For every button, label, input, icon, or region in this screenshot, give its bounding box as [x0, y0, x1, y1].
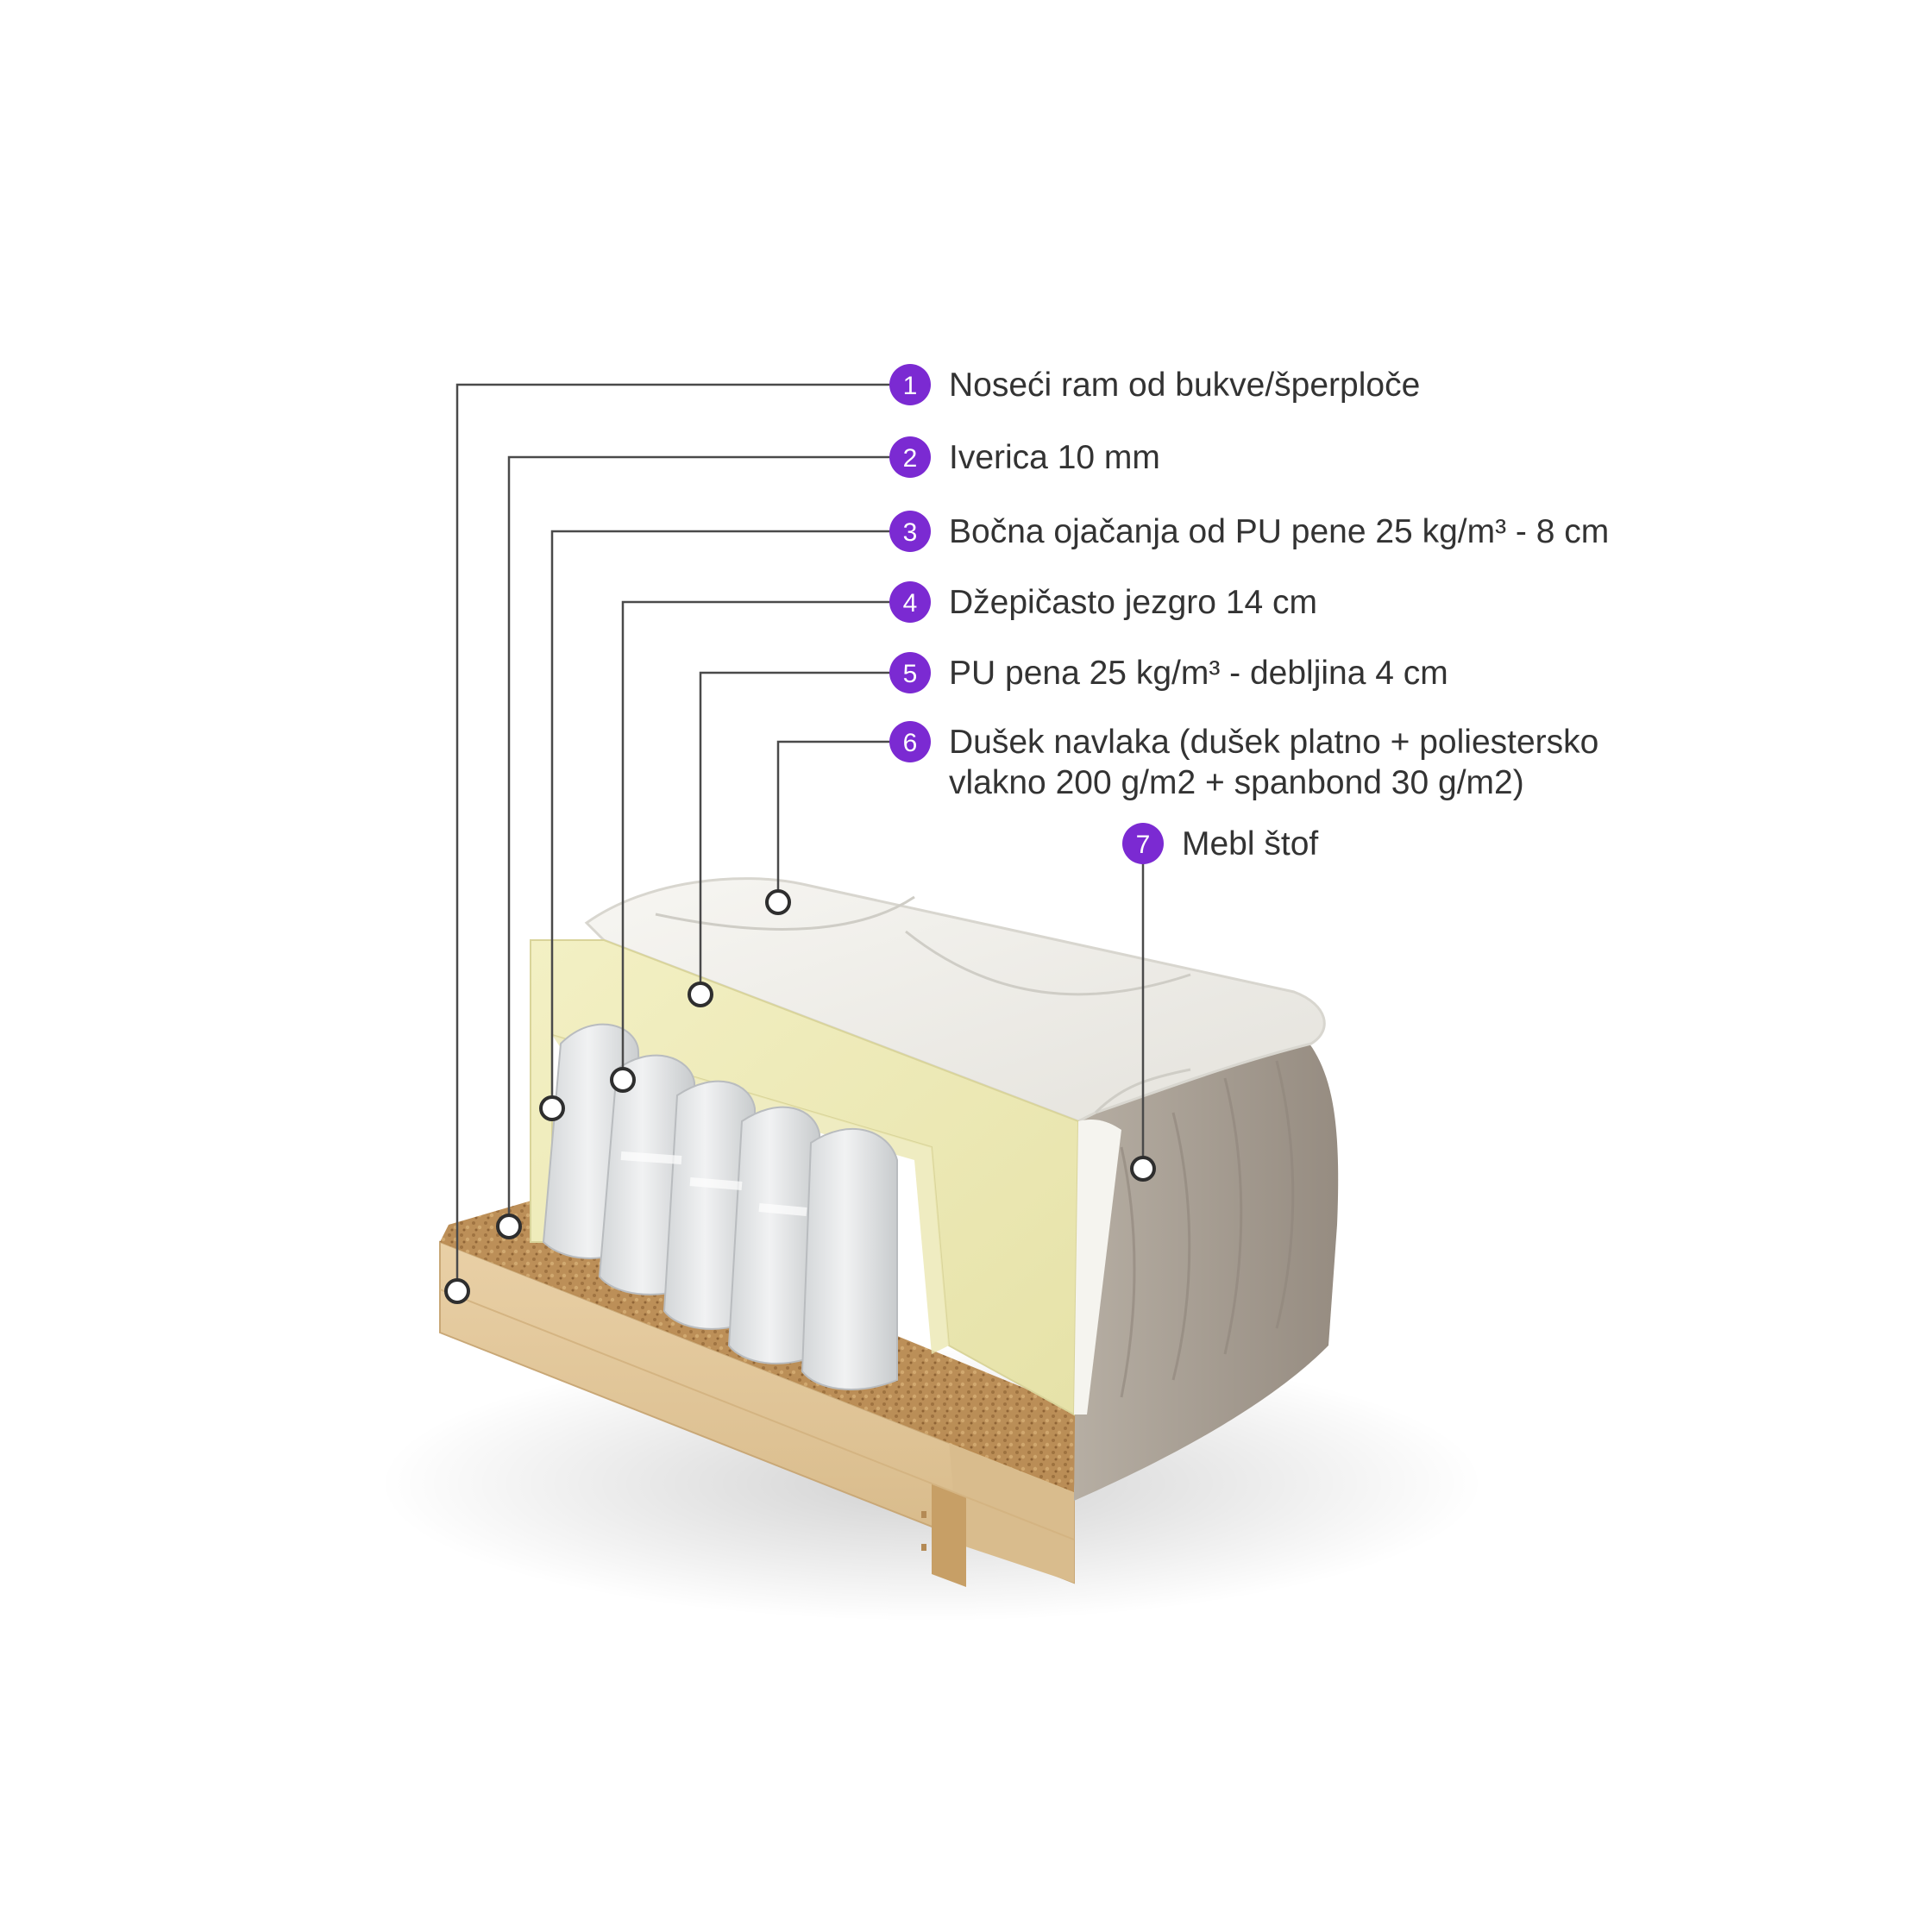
callout-label-4: Džepičasto jezgro 14 cm [949, 584, 1318, 621]
badge-2: 2 [889, 436, 931, 478]
callout-label-3: Bočna ojačanja od PU pene 25 kg/m³ - 8 c… [949, 513, 1610, 550]
leader-line-3 [550, 530, 910, 1108]
wood-frame [439, 1240, 1075, 1587]
endpoint-marker-1 [444, 1278, 470, 1304]
badge-number-2: 2 [903, 444, 918, 473]
callout-label-2: Iverica 10 mm [949, 439, 1160, 476]
callout-label-5: PU pena 25 kg/m³ - debljina 4 cm [949, 655, 1448, 692]
endpoint-marker-5 [688, 982, 713, 1007]
leader-line-2 [507, 455, 910, 1226]
screw-mark [921, 1511, 926, 1518]
badge-3: 3 [889, 511, 931, 552]
callout-label-6-line2: vlakno 200 g/m2 + spanbond 30 g/m2) [949, 764, 1524, 801]
callout-label-1: Noseći ram od bukve/šperploče [949, 367, 1421, 404]
leader-line-5 [699, 671, 910, 994]
endpoint-marker-6 [765, 889, 791, 915]
badge-number-3: 3 [903, 518, 918, 547]
spring-pocket [801, 1128, 898, 1390]
badge-5: 5 [889, 652, 931, 693]
pocket-springs [542, 1023, 898, 1390]
badge-number-1: 1 [903, 372, 918, 400]
leader-line-1 [455, 383, 910, 1291]
badge-number-5: 5 [903, 660, 918, 688]
endpoint-marker-3 [539, 1095, 565, 1121]
badge-7: 7 [1122, 823, 1164, 864]
badge-6: 6 [889, 721, 931, 762]
mattress-cover [584, 877, 1326, 1123]
number-badges: 1 2 3 4 5 6 7 [889, 364, 1164, 864]
badge-number-7: 7 [1136, 831, 1151, 859]
endpoint-marker-7 [1130, 1156, 1156, 1182]
leader-endpoints [444, 889, 1156, 1304]
callout-label-6: Dušek navlaka (dušek platno + poliesters… [949, 724, 1599, 761]
screw-mark [921, 1544, 926, 1551]
callout-label-7: Mebl štof [1182, 825, 1319, 862]
leader-lines [455, 383, 1145, 1291]
leader-line-6 [776, 740, 910, 902]
upholstery-fabric [1074, 1035, 1339, 1501]
endpoint-marker-2 [496, 1214, 522, 1239]
endpoint-marker-4 [610, 1067, 636, 1093]
leader-line-4 [621, 600, 910, 1080]
badge-4: 4 [889, 581, 931, 623]
badge-1: 1 [889, 364, 931, 405]
badge-number-6: 6 [903, 729, 918, 757]
badge-number-4: 4 [903, 589, 918, 618]
